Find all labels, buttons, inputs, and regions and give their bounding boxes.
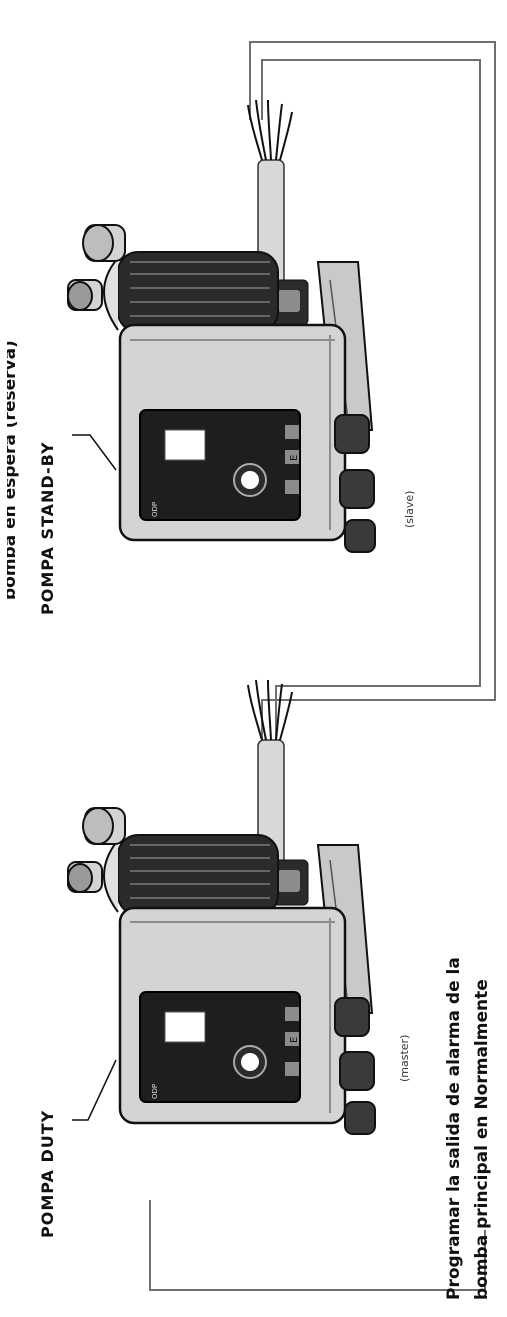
standby-panel-e: E bbox=[289, 455, 300, 461]
role-slave: (slave) bbox=[403, 491, 416, 528]
duty-head bbox=[68, 808, 278, 915]
wire-master-left bbox=[150, 1200, 485, 1290]
pump-standby-label: POMPA STAND-BY bbox=[38, 441, 57, 615]
leader-duty bbox=[72, 1060, 116, 1120]
bottom-caption-line2: bomba principal en Normalmente bbox=[472, 979, 492, 1300]
standby-panel-brand: ODP bbox=[151, 502, 159, 517]
bottom-caption-line1: Programar la salida de alarma de la bbox=[444, 957, 464, 1300]
leader-lines bbox=[72, 435, 116, 1120]
pump-standby: E ODP bbox=[68, 100, 375, 552]
duty-panel-brand: ODP bbox=[151, 1084, 159, 1099]
standby-body: E ODP bbox=[120, 325, 375, 552]
duty-panel-e: E bbox=[289, 1037, 300, 1043]
duty-body: E ODP bbox=[120, 908, 375, 1134]
blank-patch bbox=[152, 565, 182, 635]
role-master: (master) bbox=[398, 1035, 411, 1082]
leader-standby bbox=[72, 435, 116, 470]
standby-head bbox=[68, 225, 278, 332]
pump-duty-label: POMPA DUTY bbox=[38, 1110, 57, 1238]
